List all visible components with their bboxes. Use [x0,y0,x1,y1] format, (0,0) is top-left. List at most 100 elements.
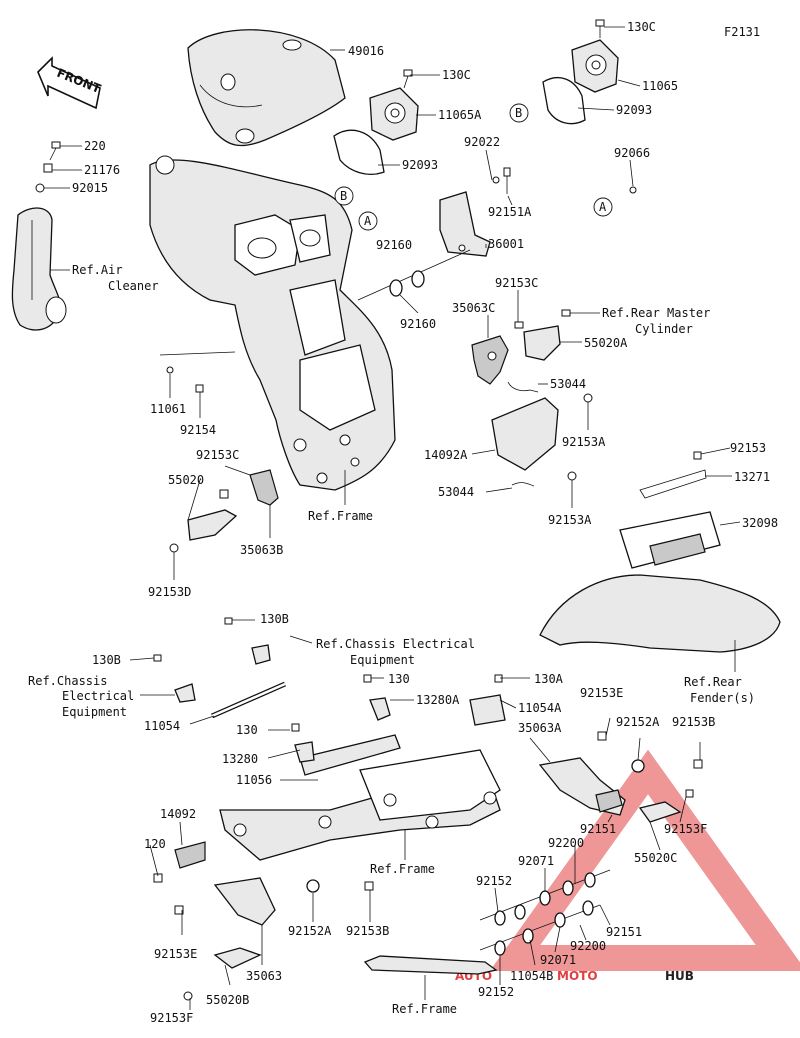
cover-11065 [542,39,619,125]
label-35063B: 35063B [240,543,283,557]
label-ref-ce-1: Ref.Chassis [28,674,107,688]
label-32098: 32098 [742,516,778,530]
label-92152-b: 92152 [478,985,514,999]
label-53044-a: 53044 [550,377,586,391]
label-35063C: 35063C [452,301,495,315]
bolt-icons-top [35,19,637,194]
label-130B-a: 130B [260,612,289,626]
label-55020: 55020 [168,473,204,487]
footrest-bracket-left [169,469,279,553]
label-92160-b: 92160 [400,317,436,331]
label-120: 120 [144,837,166,851]
label-130B-b: 130B [92,653,121,667]
label-92066: 92066 [614,146,650,160]
label-92151-a: 92151 [580,822,616,836]
label-13271: 13271 [734,470,770,484]
watermark-text-moto: MOTO [557,969,598,983]
label-ref-air-2: Cleaner [108,279,159,293]
label-14092: 14092 [160,807,196,821]
label-92200-a: 92200 [548,836,584,850]
svg-text:B: B [340,189,347,203]
subframe-body [219,749,501,861]
label-11065: 11065 [642,79,678,93]
label-130-a: 130 [388,672,410,686]
label-11054B: 11054B [510,969,553,983]
label-92153C-b: 92153C [196,448,239,462]
label-ref-ce-3: Equipment [62,705,127,719]
subframe-11056 [291,674,506,776]
guard-14092A [491,381,593,487]
label-92015: 92015 [72,181,108,195]
label-92093-top: 92093 [616,103,652,117]
label-55020B: 55020B [206,993,249,1007]
callout-a-right: A [593,197,613,217]
label-130A: 130A [534,672,564,686]
watermark-triangle [489,749,800,971]
label-92071-b: 92071 [540,953,576,967]
label-21176: 21176 [84,163,120,177]
label-ref-ce-2: Electrical [62,689,134,703]
figure-code: F2131 [724,25,760,39]
label-53044-b: 53044 [438,485,474,499]
footrest-left-lower [153,841,374,1001]
label-ref-cee-1: Ref.Chassis Electrical [316,637,475,651]
label-ref-frame-2: Ref.Frame [370,862,435,876]
tank-cover-49016 [187,29,346,147]
bracket-35063C [471,309,571,385]
label-35063: 35063 [246,969,282,983]
front-arrow-icon: FRONT [37,56,103,110]
label-11065A: 11065A [438,108,482,122]
label-49016: 49016 [348,44,384,58]
label-92153B-a: 92153B [672,715,715,729]
label-92153A-a: 92153A [562,435,606,449]
label-ref-fender-1: Ref.Rear [684,675,742,689]
label-92153F-b: 92153F [150,1011,193,1025]
label-92071-a: 92071 [518,854,554,868]
label-92022: 92022 [464,135,500,149]
callout-b-top: B [509,103,529,123]
label-ref-air-1: Ref.Air [72,263,123,277]
label-92153F-a: 92153F [664,822,707,836]
label-11054: 11054 [144,719,180,733]
lower-frame-rail [363,955,498,975]
rod-11054 [153,617,287,719]
leader-lines [44,26,741,1010]
air-cleaner-duct [11,207,67,331]
cover-11065A [333,87,419,175]
bracket-36001 [439,191,491,257]
main-frame [149,155,396,491]
label-ref-cee-2: Equipment [350,653,415,667]
label-92153B-b: 92153B [346,924,389,938]
label-92152A-a: 92152A [616,715,660,729]
label-220: 220 [84,139,106,153]
label-92153D: 92153D [148,585,191,599]
bolt-92154-icon [195,384,204,393]
watermark: AUTO MOTO HUB [455,749,800,983]
label-11054A: 11054A [518,701,562,715]
label-55020C: 55020C [634,851,677,865]
label-92153A-b: 92153A [548,513,592,527]
svg-text:A: A [599,200,607,214]
label-ref-rmc-1: Ref.Rear Master [602,306,710,320]
label-130C-top: 130C [627,20,656,34]
label-92153C-a: 92153C [495,276,538,290]
label-92151A: 92151A [488,205,532,219]
label-130-b: 130 [236,723,258,737]
label-92153E-a: 92153E [580,686,623,700]
label-13280: 13280 [222,752,258,766]
rear-fender [539,451,781,653]
watermark-text-hub: HUB [665,969,694,983]
label-92093: 92093 [402,158,438,172]
label-92153: 92153 [730,441,766,455]
label-92151-b: 92151 [606,925,642,939]
label-ref-fender-2: Fender(s) [690,691,755,705]
label-130C: 130C [442,68,471,82]
label-11061: 11061 [150,402,186,416]
label-92200-b: 92200 [570,939,606,953]
svg-text:B: B [515,106,522,120]
part-labels: 130C 11065 92093 49016 130C 11065A 92093… [28,20,778,1025]
collars-92160 [357,249,471,301]
label-92152-a: 92152 [476,874,512,888]
callout-b-frame: B [334,186,354,206]
